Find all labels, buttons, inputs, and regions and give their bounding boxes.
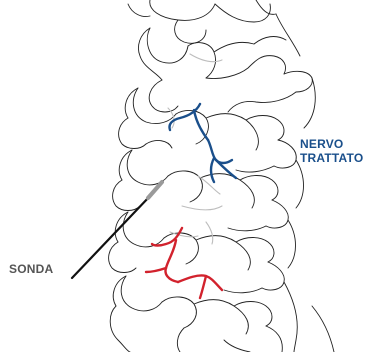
vertebral-column [109, 0, 334, 352]
vertebra-1 [138, 28, 312, 112]
vertebra-top [128, 0, 276, 43]
hidden-structure-lines [168, 54, 222, 244]
target-nerve [146, 228, 222, 298]
vertebra-3 [113, 150, 289, 231]
vertebra-5 [110, 276, 282, 352]
treated-nerve-label-line2: TRATTATO [300, 151, 363, 165]
vertebra-4 [109, 212, 285, 293]
vertebra-2 [119, 88, 297, 172]
probe [72, 182, 162, 278]
treated-nerve [169, 104, 236, 182]
treated-nerve-label: NERVO TRATTATO [300, 137, 363, 165]
probe-label: SONDA [9, 262, 53, 276]
treated-nerve-label-line1: NERVO [300, 137, 363, 151]
